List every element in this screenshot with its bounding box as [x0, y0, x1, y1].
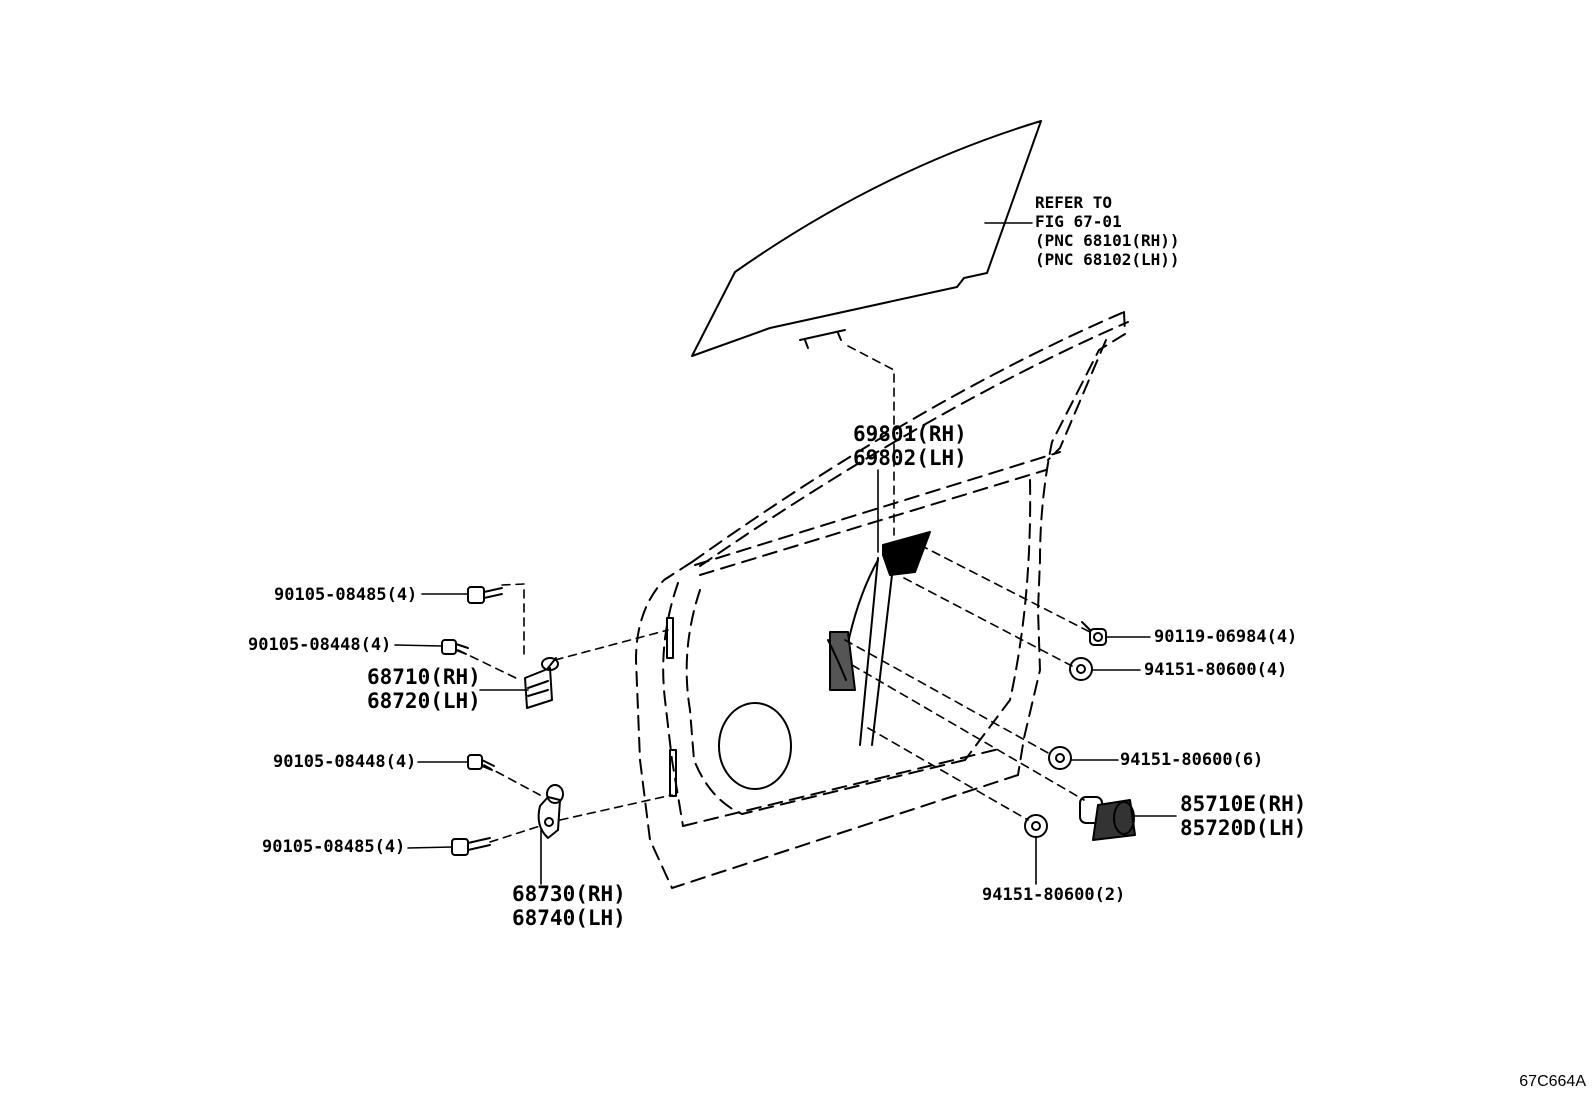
- nut-regulator-lower-icon: [1025, 815, 1047, 837]
- label-upper-hinge-rh: 68710(RH): [367, 665, 481, 689]
- bolt-regulator-icon: [1082, 622, 1107, 646]
- speaker-hole: [719, 703, 791, 789]
- label-regulator-rh: 69801(RH): [853, 422, 967, 446]
- door-hinge-plate-lower: [669, 749, 677, 797]
- glass-reference-line1: REFER TO: [1035, 193, 1113, 212]
- nut-regulator-upper-icon: [1070, 658, 1092, 680]
- front-door-outline: [636, 312, 1128, 888]
- glass-reference-note: REFER TO FIG 67-01 (PNC 68101(RH)) (PNC …: [1035, 193, 1180, 269]
- label-lower-hinge-rh: 68730(RH): [512, 882, 626, 906]
- bolt-lower-b-icon: [451, 838, 490, 856]
- dashed-leaders: [458, 346, 1090, 842]
- fasteners: [441, 586, 1107, 856]
- glass-reference-line3: (PNC 68101(RH)): [1035, 231, 1180, 250]
- label-nut-regulator-lower: 94151-80600(2): [982, 885, 1126, 905]
- lower-hinge-illustration: [539, 785, 563, 838]
- label-bolt-upper-hinge-a: 90105-08485(4): [274, 585, 418, 605]
- label-motor-rh: 85710E(RH): [1180, 792, 1307, 816]
- label-nut-regulator-middle: 94151-80600(6): [1120, 750, 1264, 770]
- label-nut-regulator-upper: 94151-80600(4): [1144, 660, 1288, 680]
- bolt-upper-b-icon: [441, 639, 468, 655]
- window-regulator-illustration: [828, 532, 930, 745]
- glass-reference-line4: (PNC 68102(LH)): [1035, 250, 1180, 269]
- door-hinge-plate-upper: [666, 617, 674, 659]
- bolt-upper-a-icon: [467, 586, 502, 604]
- label-bolt-upper-hinge-b: 90105-08448(4): [248, 635, 392, 655]
- label-bolt-regulator: 90119-06984(4): [1154, 627, 1298, 647]
- window-motor-illustration: [1079, 796, 1135, 840]
- label-bolt-lower-hinge-a: 90105-08448(4): [273, 752, 417, 772]
- solid-leaders: [395, 223, 1176, 884]
- label-regulator-lh: 69802(LH): [853, 446, 967, 470]
- upper-hinge-illustration: [525, 658, 558, 708]
- nut-regulator-middle-icon: [1049, 747, 1071, 769]
- label-motor-lh: 85720D(LH): [1180, 816, 1307, 840]
- label-bolt-lower-hinge-b: 90105-08485(4): [262, 837, 406, 857]
- label-upper-hinge-lh: 68720(LH): [367, 689, 481, 713]
- label-lower-hinge-lh: 68740(LH): [512, 906, 626, 930]
- glass-reference-line2: FIG 67-01: [1035, 212, 1122, 231]
- door-glass-illustration: [692, 121, 1041, 356]
- figure-code: 67C664A: [1519, 1073, 1586, 1090]
